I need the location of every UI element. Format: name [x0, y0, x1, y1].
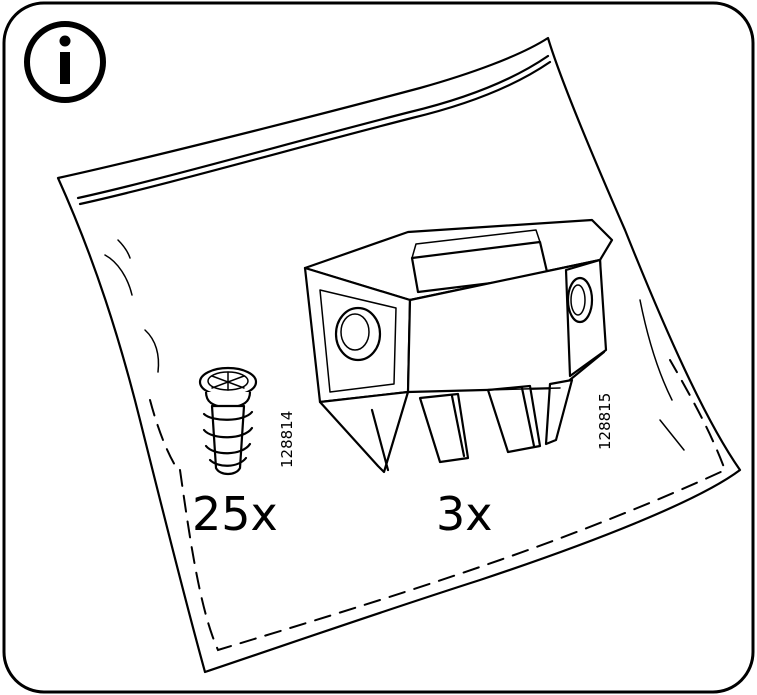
info-icon: i [24, 21, 106, 103]
part-code-catch: 128815 [596, 393, 614, 450]
quantity-catch: 3x [436, 487, 493, 541]
screw-illustration [198, 366, 258, 476]
quantity-screw: 25x [192, 487, 278, 541]
bag-illustration [56, 36, 742, 674]
part-code-screw: 128814 [278, 411, 296, 468]
catch-block-illustration [303, 218, 614, 474]
